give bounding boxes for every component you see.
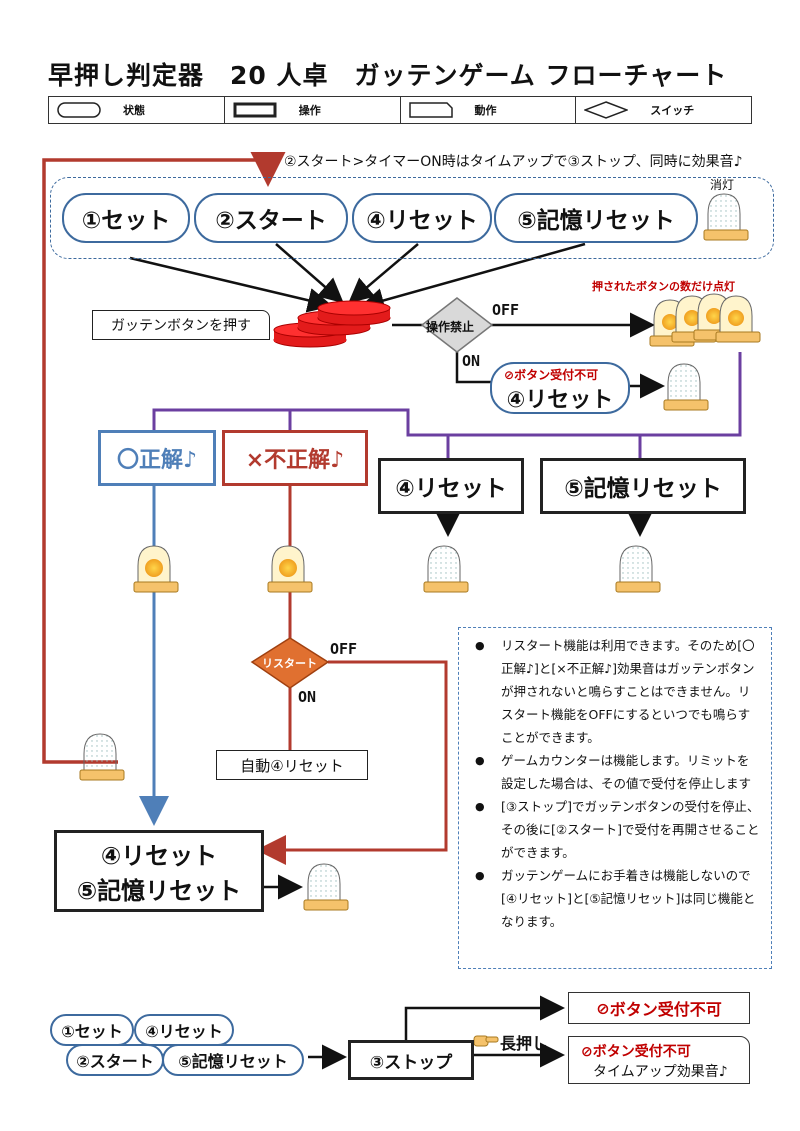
lamp-lit-icon: [133, 545, 179, 593]
stop-button[interactable]: ③ストップ: [348, 1040, 474, 1080]
lamp-off-icon: [615, 545, 661, 593]
on-label: ON: [462, 352, 481, 370]
prohibit-icon: ⊘: [596, 998, 610, 1018]
mid-reset-button[interactable]: ④リセット: [378, 458, 524, 514]
lamp-off-icon: [303, 863, 349, 911]
set-button[interactable]: ①セット: [62, 193, 190, 243]
rounded-rect-icon: [57, 102, 101, 118]
lamp-off-icon: [663, 363, 709, 411]
timeup-sound-label: タイムアップ効果音♪: [593, 1064, 728, 1080]
memory-reset-button[interactable]: ⑤記憶リセット: [494, 193, 698, 243]
restart-switch-label: リスタート: [262, 657, 317, 670]
legend-label: スイッチ: [650, 104, 695, 117]
pointing-hand-icon: [473, 1035, 499, 1047]
restart-diamond: [250, 637, 330, 689]
info-notes: リスタート機能は利用できます。そのため[〇正解♪]と[×不正解♪]効果音はガッテ…: [458, 627, 772, 969]
thick-rect-icon: [233, 102, 277, 118]
legend-label: 状態: [123, 104, 145, 117]
start-button[interactable]: ②スタート: [194, 193, 348, 243]
legend-label: 操作: [298, 104, 321, 117]
page-title: 早押し判定器 20 人卓 ガッテンゲーム フローチャート: [48, 61, 728, 90]
reject-box-2-text: ボタン受付不可: [592, 1044, 691, 1060]
long-press-label: 長押し: [500, 1034, 549, 1053]
lamp-off-icon: [423, 545, 469, 593]
off-label: OFF: [330, 640, 358, 658]
legend-operation: 操作: [225, 97, 401, 123]
press-gatten-action: ガッテンボタンを押す: [92, 310, 270, 340]
red-button-stack: [273, 300, 391, 348]
incorrect-sound-button[interactable]: ×不正解♪: [222, 430, 368, 486]
top-button-group: [50, 177, 774, 259]
prohibit-icon: ⊘: [581, 1044, 593, 1060]
auto-reset-action: 自動④リセット: [216, 750, 368, 780]
reject-note: ⊘ボタン受付不可: [504, 366, 598, 383]
lamp-off-label: 消灯: [710, 178, 735, 192]
bottom-start-button[interactable]: ②スタート: [66, 1044, 164, 1076]
top-note: ②スタート>タイマーON時はタイムアップで③ストップ、同時に効果音♪: [284, 154, 743, 170]
reject-state: ⊘ボタン受付不可 ④リセット: [490, 362, 630, 414]
info-item: ガッテンゲームにお手着きは機能しないので[④リセット]と[⑤記憶リセット]は同じ…: [469, 864, 761, 933]
legend: 状態 操作 動作 スイッチ: [48, 96, 752, 124]
legend-switch: スイッチ: [576, 97, 751, 123]
info-item: [③ストップ]でガッテンボタンの受付を停止、その後に[②スタート]で受付を再開さ…: [469, 795, 761, 864]
reject-box-1-text: ボタン受付不可: [609, 1000, 722, 1019]
on-label: ON: [298, 688, 317, 706]
bottom-memory-reset-label: ⑤記憶リセット: [76, 877, 242, 905]
prohibit-icon: ⊘: [504, 368, 515, 382]
lamps-on-note: 押されたボタンの数だけ点灯: [592, 280, 735, 293]
reject-note-text: ボタン受付不可: [514, 368, 599, 382]
diamond-icon: [584, 101, 629, 119]
correct-sound-button[interactable]: 〇正解♪: [98, 430, 216, 486]
lamp-off-icon: [79, 733, 125, 781]
prohibit-switch-label: 操作禁止: [426, 320, 475, 334]
legend-state: 状態: [49, 97, 225, 123]
lamps-lit-icon: [649, 293, 761, 347]
reject-reset-label: ④リセット: [506, 388, 614, 413]
prohibit-diamond: [420, 297, 494, 353]
lamp-lit-icon: [267, 545, 313, 593]
lamp-off-icon: [703, 193, 749, 241]
reject-box-2: ⊘ボタン受付不可 タイムアップ効果音♪: [568, 1036, 750, 1084]
bottom-reset-pill[interactable]: ④リセット: [134, 1014, 234, 1046]
reset-button[interactable]: ④リセット: [352, 193, 492, 243]
info-item: ゲームカウンターは機能します。リミットを設定した場合は、その値で受付を停止します: [469, 749, 761, 795]
mid-memory-reset-button[interactable]: ⑤記憶リセット: [540, 458, 746, 514]
info-item: リスタート機能は利用できます。そのため[〇正解♪]と[×不正解♪]効果音はガッテ…: [469, 634, 761, 749]
legend-action: 動作: [401, 97, 577, 123]
legend-label: 動作: [474, 104, 497, 117]
bottom-memory-reset-pill[interactable]: ⑤記憶リセット: [162, 1044, 304, 1076]
reject-box-1: ⊘ボタン受付不可: [568, 992, 750, 1024]
bottom-set-button[interactable]: ①セット: [50, 1014, 134, 1046]
off-label: OFF: [492, 301, 520, 319]
folded-rect-icon: [408, 102, 453, 118]
bottom-reset-label: ④リセット: [100, 842, 218, 870]
reject-box-2-line1: ⊘ボタン受付不可: [581, 1041, 691, 1061]
bottom-reset-button[interactable]: ④リセット ⑤記憶リセット: [54, 830, 264, 912]
